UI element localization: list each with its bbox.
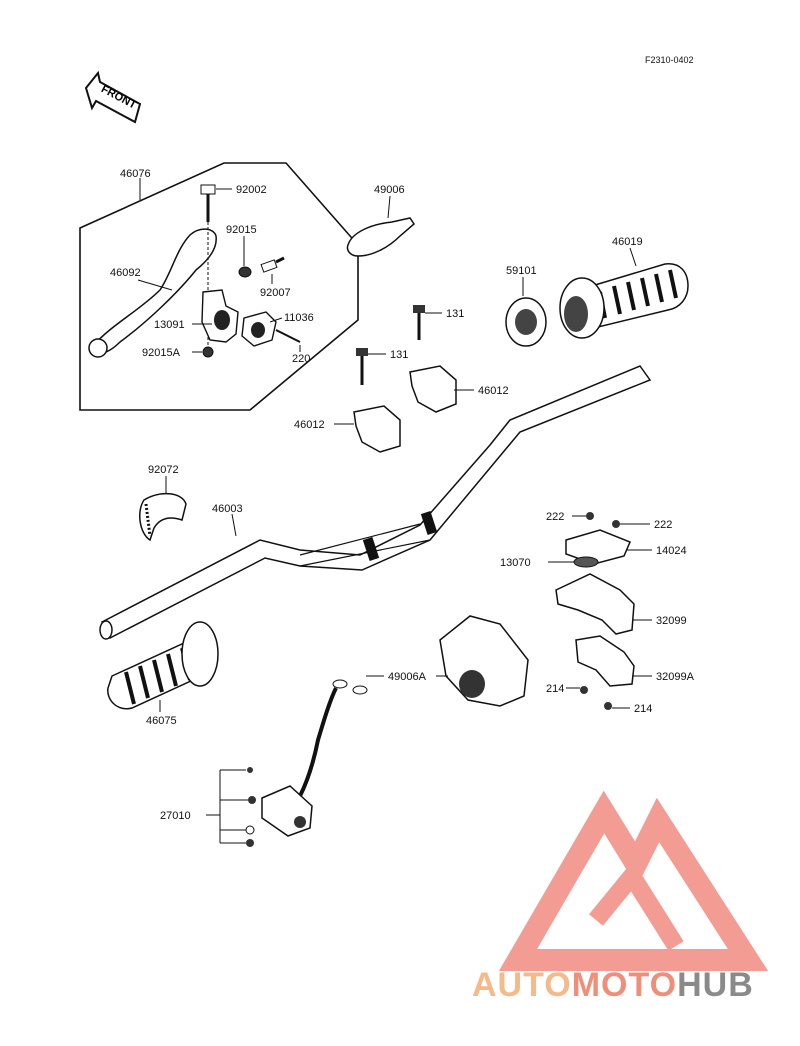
throttle-pulley-59101: [505, 297, 547, 347]
label-214-left: 214: [546, 683, 564, 695]
label-46012-upper: 46012: [478, 385, 509, 397]
label-46076: 46076: [120, 168, 151, 180]
handlebar-clamp-46012-upper: [409, 365, 457, 413]
washer-13070: [573, 556, 599, 568]
label-49006: 49006: [374, 184, 405, 196]
label-13070: 13070: [500, 557, 531, 569]
bolt-131-lower: [356, 348, 368, 385]
label-92015A: 92015A: [142, 347, 181, 359]
label-92007: 92007: [260, 287, 291, 299]
housing-32099: [555, 573, 635, 635]
switch-housing-49006A: [439, 615, 529, 707]
label-131-upper: 131: [446, 308, 464, 320]
handlebar-46003: [99, 365, 652, 640]
label-222-left: 222: [546, 511, 564, 523]
label-27010: 27010: [160, 810, 191, 822]
label-46019: 46019: [612, 236, 643, 248]
screw-222-right: [612, 520, 620, 528]
watermark-auto: AUTO: [472, 966, 572, 1004]
label-32099: 32099: [656, 615, 687, 627]
nut-92015A: [202, 346, 214, 358]
switch-27010: [245, 679, 368, 847]
lever-cover-49006: [346, 217, 415, 257]
label-214-right: 214: [634, 703, 652, 715]
bolt-131-upper: [413, 305, 425, 340]
clutch-lever: [88, 228, 217, 358]
label-46092: 46092: [110, 267, 141, 279]
label-46012-lower: 46012: [294, 419, 325, 431]
label-220: 220: [292, 353, 310, 365]
handlebar-clamp-46012-lower: [353, 405, 401, 453]
label-92002: 92002: [236, 184, 267, 196]
watermark-text: AUTOMOTOHUB: [472, 966, 754, 1004]
front-arrow-icon: FRONT: [84, 70, 142, 124]
figure-code: F2310-0402: [645, 55, 694, 65]
grip-46075: [107, 621, 219, 710]
cover-14024: [565, 529, 631, 565]
grip-46019: [559, 263, 689, 339]
label-14024: 14024: [656, 545, 687, 557]
screw-220: [275, 329, 301, 343]
clamp-11036: [241, 311, 277, 347]
watermark-logo-icon: [498, 790, 769, 971]
bolt-92002: [200, 184, 216, 222]
label-32099A: 32099A: [656, 671, 695, 683]
band-92072: [138, 492, 187, 542]
label-49006A: 49006A: [388, 671, 427, 683]
washer-92015: [238, 266, 252, 278]
watermark-hub: HUB: [677, 966, 754, 1004]
svg-text:AUTOMOTOHUB: AUTOMOTOHUB: [472, 966, 754, 1004]
watermark-moto: MOTO: [572, 966, 677, 1004]
screw-222-left: [586, 512, 594, 520]
label-92015: 92015: [226, 224, 257, 236]
label-11036: 11036: [284, 312, 314, 324]
label-59101: 59101: [506, 265, 537, 277]
label-46003: 46003: [212, 503, 243, 515]
lever-holder-13091: [201, 289, 239, 343]
screw-214-left: [580, 686, 588, 694]
label-131-lower: 131: [390, 349, 408, 361]
label-92072: 92072: [148, 464, 179, 476]
label-46075: 46075: [146, 715, 177, 727]
screw-214-right: [604, 702, 612, 710]
leader-lines: [137, 178, 652, 844]
housing-32099A: [575, 635, 635, 687]
label-222-right: 222: [654, 519, 672, 531]
label-13091: 13091: [154, 319, 185, 331]
lever-assembly-outline: [79, 162, 359, 411]
bolt-92007: [260, 256, 285, 273]
